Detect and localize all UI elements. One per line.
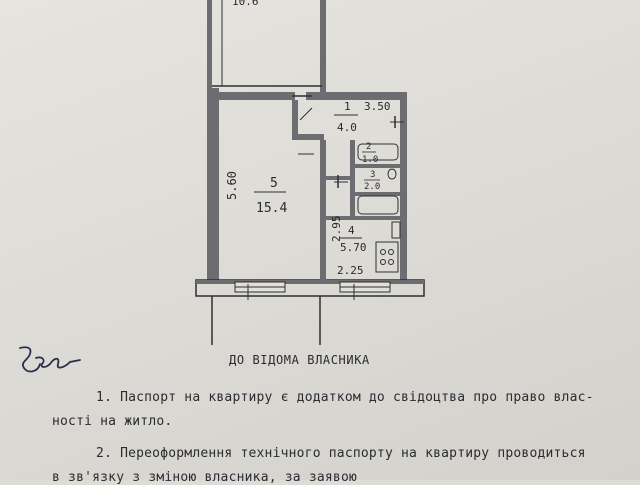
room-2-area: 1.0 [362, 155, 378, 165]
room-5-number: 5 [270, 176, 278, 191]
room-1-dimension: 3.50 [364, 100, 391, 113]
room-4-area: 5.70 [340, 241, 367, 254]
handwritten-note [19, 346, 81, 373]
notice-item-2-line-2: в зв'язку з зміною власника, за заявою [52, 470, 358, 485]
room-1-area: 4.0 [337, 121, 357, 134]
room-3-number: 3 [370, 170, 375, 180]
notice-heading: ДО ВІДОМА ВЛАСНИКА [229, 353, 370, 367]
room-4-number: 4 [348, 224, 355, 237]
door-marks [292, 95, 404, 188]
room-2-number: 2 [366, 142, 371, 152]
room-1-number: 1 [344, 100, 351, 113]
notice-item-2-line-1: 2. Переоформлення технічного паспорту на… [96, 446, 586, 461]
room-upper: 10.6 [207, 0, 326, 92]
room-3-area: 2.0 [364, 182, 380, 192]
balcony [211, 296, 321, 345]
room-labels: 1 4.0 3.50 2 1.0 3 2.0 4 5.70 2.25 2.95 … [225, 100, 391, 277]
room-4-width: 2.25 [337, 264, 364, 277]
plan-outer-walls [195, 88, 425, 297]
room-4-height: 2.95 [330, 216, 343, 243]
room-5-area: 15.4 [256, 201, 287, 216]
floor-plan-drawing: 10.6 [195, 0, 425, 345]
bathroom-fixtures [357, 143, 401, 273]
room-upper-area: 10.6 [232, 0, 259, 8]
windows [234, 281, 391, 300]
notice-item-1-line-1: 1. Паспорт на квартиру є додатком до сві… [96, 390, 594, 405]
room-5-dimension: 5.60 [225, 171, 239, 200]
notice-item-1-line-2: ності на житло. [52, 414, 173, 429]
